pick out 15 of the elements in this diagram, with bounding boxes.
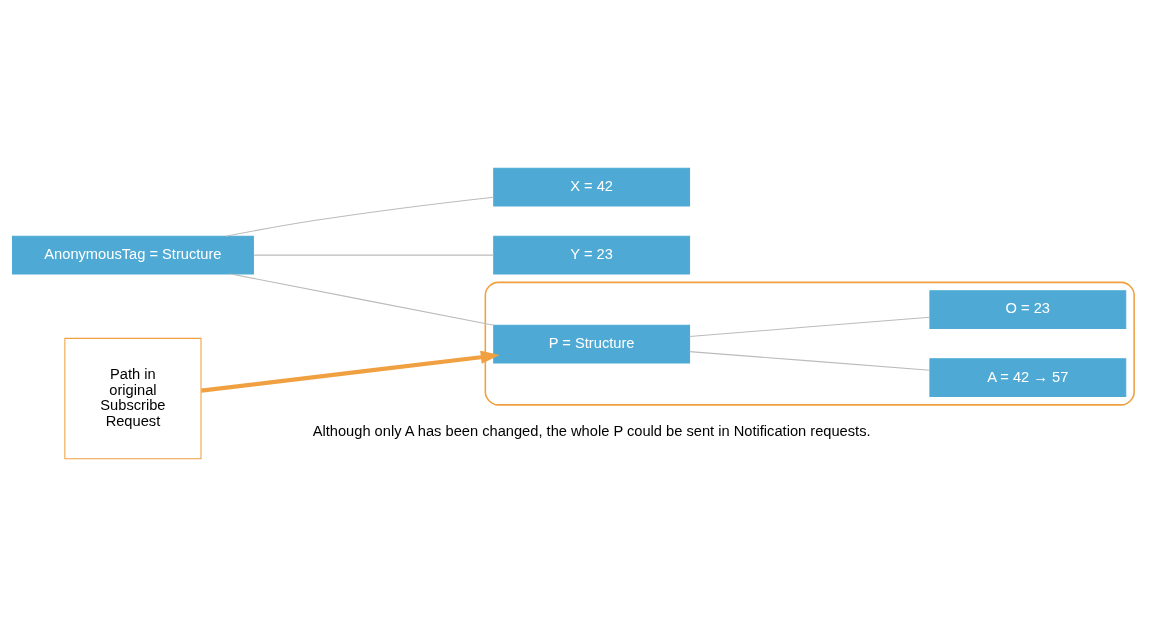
cluster (484, 281, 1135, 406)
connector (253, 254, 495, 256)
node-box: AnonymousTag = Structure (11, 235, 254, 275)
node-box: A = 42 → 57 (929, 358, 1127, 398)
connector (225, 196, 494, 237)
node-box: Path in original Subscribe Request (64, 337, 202, 460)
node-box: Y = 23 (493, 235, 691, 275)
node-box: P = Structure (493, 324, 691, 364)
connector (230, 273, 495, 326)
node-box: X = 42 (493, 167, 691, 207)
arrow (201, 350, 500, 393)
connector (689, 351, 931, 371)
connector (689, 316, 931, 337)
node-box: O = 23 (929, 290, 1127, 329)
label: Although only A has been changed, the whole P could be sent in Notification requests. (312, 422, 871, 439)
